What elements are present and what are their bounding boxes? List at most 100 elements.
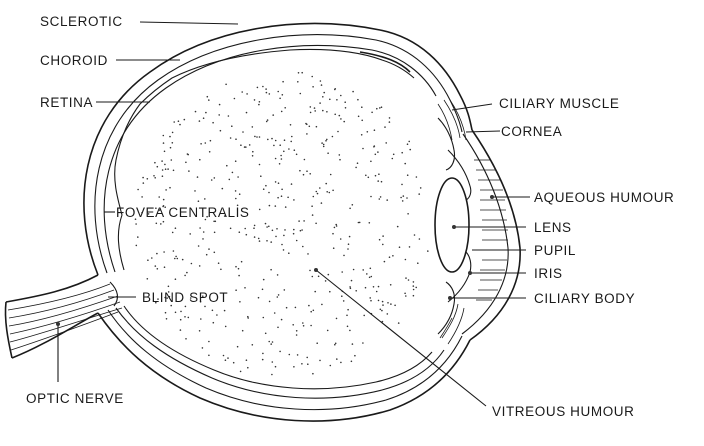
sclerotic-inner-lower bbox=[108, 310, 462, 410]
sclerotic-inner-outline bbox=[95, 35, 462, 273]
stipple-dot bbox=[382, 235, 384, 237]
stipple-dot bbox=[347, 309, 349, 311]
stipple-dot bbox=[282, 81, 284, 83]
stipple-dot bbox=[304, 159, 306, 161]
stipple-dot bbox=[368, 177, 370, 179]
stipple-dot bbox=[339, 115, 341, 117]
stipple-dot bbox=[208, 341, 210, 343]
stipple-dot bbox=[263, 317, 265, 319]
stipple-dot bbox=[228, 115, 230, 117]
stipple-dot bbox=[381, 181, 383, 183]
stipple-dot bbox=[358, 116, 360, 118]
stipple-dot bbox=[266, 226, 268, 228]
stipple-dot bbox=[184, 316, 186, 318]
stipple-dot bbox=[352, 343, 354, 345]
stipple-dot bbox=[312, 373, 314, 375]
stipple-dot bbox=[369, 277, 371, 279]
stipple-dot bbox=[235, 138, 237, 140]
stipple-dot bbox=[143, 182, 145, 184]
stipple-dot bbox=[286, 307, 288, 309]
stipple-dot bbox=[175, 256, 177, 258]
stipple-dot bbox=[242, 131, 244, 133]
stipple-dot bbox=[262, 86, 264, 88]
stipple-dot bbox=[325, 280, 327, 282]
stipple-dot bbox=[322, 110, 324, 112]
iris-upper bbox=[448, 150, 471, 200]
stipple-dot bbox=[203, 117, 205, 119]
stipple-dot bbox=[401, 152, 403, 154]
stipple-dot bbox=[208, 355, 210, 357]
stipple-dot bbox=[275, 236, 277, 238]
stipple-dot bbox=[389, 256, 391, 258]
stipple-dot bbox=[235, 289, 237, 291]
stipple-dot bbox=[173, 170, 175, 172]
stipple-dot bbox=[380, 196, 382, 198]
stipple-dot bbox=[254, 225, 256, 227]
stipple-dot bbox=[214, 232, 216, 234]
leader-optic-nerve-dot bbox=[56, 322, 60, 326]
stipple-dot bbox=[402, 200, 404, 202]
stipple-dot bbox=[339, 154, 341, 156]
stipple-dot bbox=[403, 195, 405, 197]
stipple-dot bbox=[218, 262, 220, 264]
stipple-dot bbox=[326, 139, 328, 141]
stipple-dot bbox=[407, 174, 409, 176]
stipple-dot bbox=[175, 278, 177, 280]
stipple-dot bbox=[213, 322, 215, 324]
stipple-dot bbox=[189, 233, 191, 235]
stipple-dot bbox=[370, 196, 372, 198]
stipple-dot bbox=[254, 236, 256, 238]
stipple-dot bbox=[325, 140, 327, 142]
stipple-dot bbox=[170, 305, 172, 307]
stipple-dot bbox=[245, 146, 247, 148]
stipple-dot bbox=[415, 287, 417, 289]
stipple-dot bbox=[400, 197, 402, 199]
stipple-dot bbox=[309, 270, 311, 272]
stipple-dot bbox=[246, 112, 248, 114]
stipple-dot bbox=[164, 164, 166, 166]
stipple-dot bbox=[239, 301, 241, 303]
stipple-dot bbox=[275, 158, 277, 160]
stipple-dot bbox=[249, 144, 251, 146]
stipple-dot bbox=[381, 310, 383, 312]
stipple-dot bbox=[199, 330, 201, 332]
stipple-dot bbox=[214, 177, 216, 179]
stipple-dot bbox=[173, 250, 175, 252]
stipple-dot bbox=[339, 159, 341, 161]
stipple-dot bbox=[272, 114, 274, 116]
stipple-dot bbox=[262, 353, 264, 355]
stipple-dot bbox=[371, 276, 373, 278]
stipple-dot bbox=[270, 241, 272, 243]
stipple-dot bbox=[266, 92, 268, 94]
stipple-dot bbox=[259, 164, 261, 166]
stipple-dot bbox=[184, 275, 186, 277]
label-ciliary-body: CILIARY BODY bbox=[534, 291, 635, 306]
stipple-dot bbox=[271, 138, 273, 140]
aqueous-hatching bbox=[474, 160, 508, 300]
stipple-dot bbox=[348, 243, 350, 245]
stipple-dot bbox=[336, 358, 338, 360]
stipple-dot bbox=[232, 172, 234, 174]
stipple-dot bbox=[198, 245, 200, 247]
stipple-dot bbox=[333, 247, 335, 249]
stipple-dot bbox=[417, 262, 419, 264]
leader-iris-dot bbox=[468, 271, 472, 275]
stipple-dot bbox=[265, 185, 267, 187]
stipple-dot bbox=[169, 187, 171, 189]
stipple-dot bbox=[188, 317, 190, 319]
stipple-dot bbox=[197, 176, 199, 178]
leader-sclerotic bbox=[140, 22, 238, 24]
stipple-dot bbox=[225, 326, 227, 328]
stipple-dot bbox=[326, 111, 328, 113]
stipple-dot bbox=[407, 143, 409, 145]
stipple-dot bbox=[377, 180, 379, 182]
stipple-dot bbox=[171, 159, 173, 161]
stipple-dot bbox=[180, 319, 182, 321]
stipple-dot bbox=[275, 181, 277, 183]
stipple-dot bbox=[325, 183, 327, 185]
stipple-dot bbox=[254, 136, 256, 138]
stipple-dot bbox=[419, 238, 421, 240]
stipple-dot bbox=[208, 99, 210, 101]
stipple-dot bbox=[165, 189, 167, 191]
stipple-dot bbox=[253, 227, 255, 229]
